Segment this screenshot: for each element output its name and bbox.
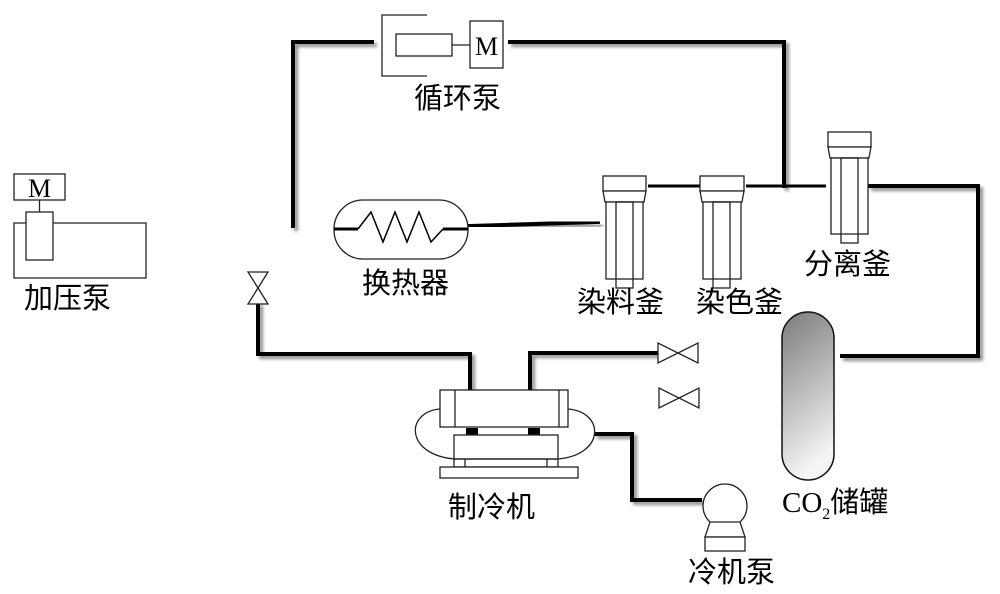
dyeing-vessel[interactable]: [699, 175, 745, 289]
refrigerator[interactable]: [414, 389, 596, 479]
co2-tank-label: CO2储罐: [782, 488, 888, 523]
pipe-refrigerator-to-chiller-pump: [594, 432, 702, 502]
separator-vessel[interactable]: [827, 131, 872, 244]
booster-pump-label: 加压泵: [24, 281, 112, 315]
co2-tank-label-suffix: 储罐: [830, 485, 889, 519]
pipes: [144, 40, 980, 502]
pipe-refrigerator-to-tank-upper: [528, 351, 662, 390]
chiller-pump[interactable]: [702, 483, 748, 552]
refrigerator-label: 制冷机: [448, 490, 536, 524]
heat-exchanger[interactable]: [333, 199, 469, 260]
dye-vessel[interactable]: [602, 175, 647, 289]
pipe-separator-to-tank: [840, 184, 980, 358]
pipe-circulation-pump-outlet: [508, 40, 786, 188]
co2-tank-label-prefix: CO: [782, 487, 823, 519]
circulation-pump-label: 循环泵: [414, 81, 502, 115]
tank-valve-upper[interactable]: [657, 341, 699, 365]
booster-pump-motor: [13, 173, 66, 201]
circulation-pump[interactable]: M: [381, 14, 504, 77]
tank-valve-lower[interactable]: [658, 386, 700, 410]
circulation-pump-body: [395, 33, 453, 57]
separator-label: 分离釜: [804, 247, 892, 281]
pipe-exchanger-to-dye-vessel: [467, 219, 601, 229]
booster-pump[interactable]: M: [13, 173, 147, 279]
pipe-to-circulation-pump: [291, 40, 374, 228]
booster-pump-motor-symbol: M: [28, 174, 51, 203]
co2-storage-tank[interactable]: [781, 311, 835, 481]
booster-pump-body: [25, 211, 54, 261]
pipe-bypass-to-refrigerator: [256, 302, 472, 390]
dye-vessel-label: 染料釜: [577, 285, 665, 319]
circulation-pump-motor-symbol: M: [475, 32, 498, 61]
co2-tank-label-subscript: 2: [822, 506, 831, 523]
chiller-pump-label: 冷机泵: [688, 555, 776, 589]
heat-exchanger-coil: [357, 209, 444, 245]
heat-exchanger-label: 换热器: [362, 266, 450, 300]
bypass-valve[interactable]: [246, 271, 270, 305]
circulation-pump-housing: [381, 14, 427, 77]
dyeing-vessel-label: 染色釜: [696, 285, 784, 319]
circulation-pump-motor: [469, 20, 504, 69]
booster-pump-tank: [13, 222, 147, 279]
